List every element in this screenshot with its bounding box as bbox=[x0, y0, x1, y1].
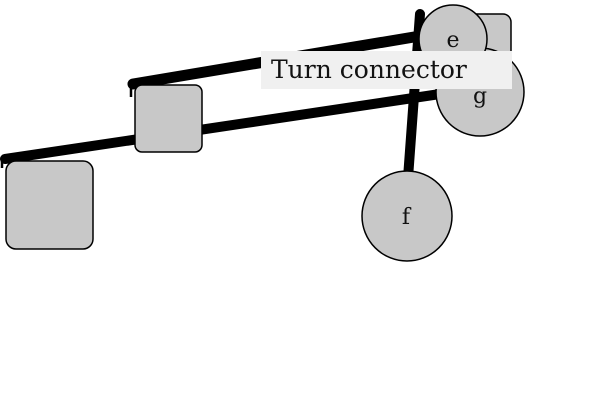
node-f[interactable] bbox=[361, 170, 453, 262]
connector-f[interactable] bbox=[403, 9, 425, 183]
endpoint-marker-upper bbox=[129, 81, 139, 97]
node-f-label: f bbox=[402, 205, 412, 230]
node-box-small[interactable] bbox=[134, 84, 203, 153]
node-e-label: e bbox=[446, 28, 459, 53]
endpoint-marker-left bbox=[0, 154, 9, 168]
connector-lower[interactable] bbox=[0, 89, 445, 164]
node-box-large[interactable] bbox=[5, 160, 94, 250]
turn-connector-tooltip: Turn connector bbox=[261, 51, 512, 89]
node-g-label: g bbox=[473, 84, 487, 109]
